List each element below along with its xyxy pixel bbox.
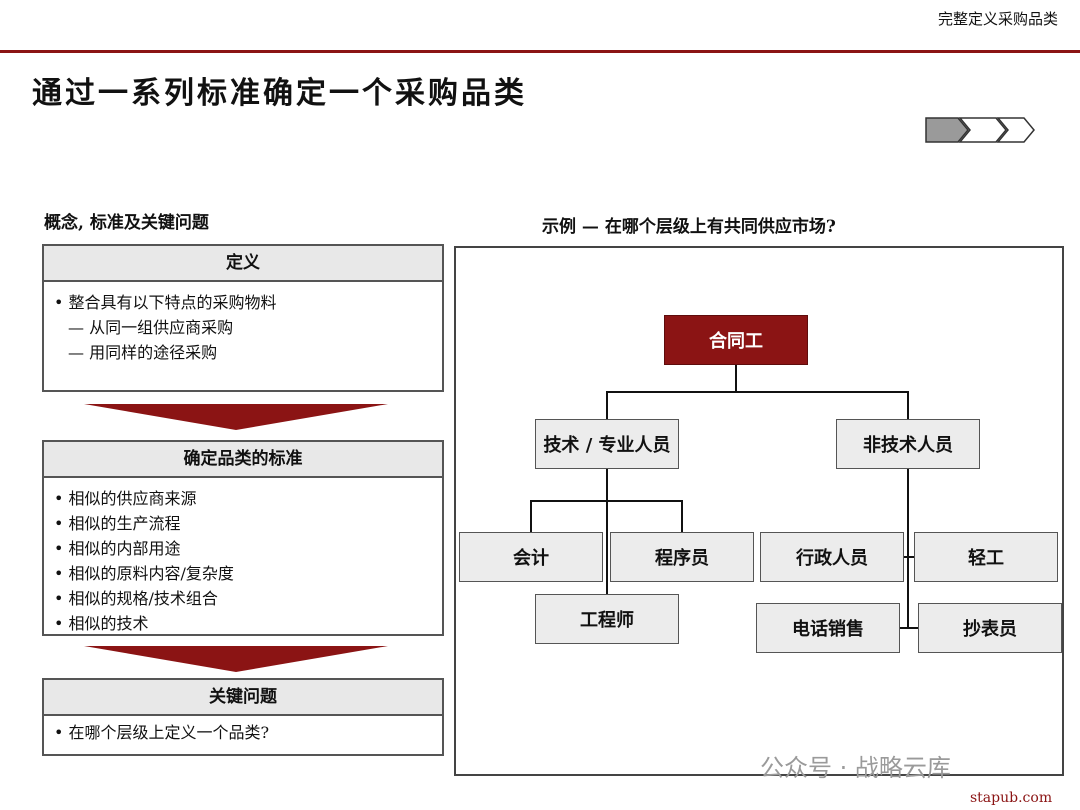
criteria-line: • 相似的原料内容/复杂度 [54,564,234,583]
criteria-box: 确定品类的标准 • 相似的供应商来源 • 相似的生产流程 • 相似的内部用途 •… [42,440,444,636]
node-tech: 技术 / 专业人员 [535,419,679,469]
connector-line [681,500,683,532]
criteria-line: • 相似的生产流程 [54,514,181,533]
connector-line [606,391,909,393]
key-question-box: 关键问题 • 在哪个层级上定义一个品类? [42,678,444,756]
node-telesales: 电话销售 [756,603,900,653]
criteria-line: • 相似的技术 [54,614,149,633]
page-title: 通过一系列标准确定一个采购品类 [32,76,527,111]
progress-step-1 [925,117,969,143]
key-question-line: • 在哪个层级上定义一个品类? [54,723,270,742]
progress-chevrons [925,117,1035,143]
site-label: stapub.com [970,790,1053,806]
chart-title: 示例 — 在哪个层级上有共同供应市场? [542,217,836,237]
node-light-labor: 轻工 [914,532,1058,582]
key-question-list: • 在哪个层级上定义一个品类? [44,716,442,745]
definition-line: — 用同样的途径采购 [68,343,218,362]
criteria-line: • 相似的规格/技术组合 [54,589,218,608]
connector-line [735,364,737,392]
connector-line [530,500,532,532]
header-rule [0,50,1080,53]
criteria-title: 确定品类的标准 [44,442,442,478]
progress-step-2 [958,117,1007,143]
connector-line [606,391,608,419]
criteria-list: • 相似的供应商来源 • 相似的生产流程 • 相似的内部用途 • 相似的原料内容… [44,478,442,636]
connector-line [907,391,909,419]
arrow-down-2 [84,646,388,672]
definition-box: 定义 • 整合具有以下特点的采购物料 — 从同一组供应商采购 — 用同样的途径采… [42,244,444,392]
definition-line: • 整合具有以下特点的采购物料 [54,293,277,312]
definition-list: • 整合具有以下特点的采购物料 — 从同一组供应商采购 — 用同样的途径采购 [44,282,442,365]
connector-line [898,627,918,629]
node-programmer: 程序员 [610,532,754,582]
left-heading: 概念, 标准及关键问题 [44,213,209,233]
connector-line [606,468,608,594]
node-engineer: 工程师 [535,594,679,644]
arrow-down-1 [84,404,388,430]
node-accountant: 会计 [459,532,603,582]
node-meter-reader: 抄表员 [918,603,1062,653]
connector-line [907,468,909,628]
node-nontech: 非技术人员 [836,419,980,469]
chart-frame [454,246,1064,776]
criteria-line: • 相似的内部用途 [54,539,181,558]
definition-line: — 从同一组供应商采购 [68,318,234,337]
definition-title: 定义 [44,246,442,282]
node-root: 合同工 [664,315,808,365]
progress-step-3 [996,117,1035,143]
criteria-line: • 相似的供应商来源 [54,489,197,508]
connector-line [904,556,914,558]
node-admin: 行政人员 [760,532,904,582]
section-label: 完整定义采购品类 [937,10,1058,28]
connector-line [530,500,683,502]
watermark: 公众号 · 战略云库 [760,754,951,782]
key-question-title: 关键问题 [44,680,442,716]
